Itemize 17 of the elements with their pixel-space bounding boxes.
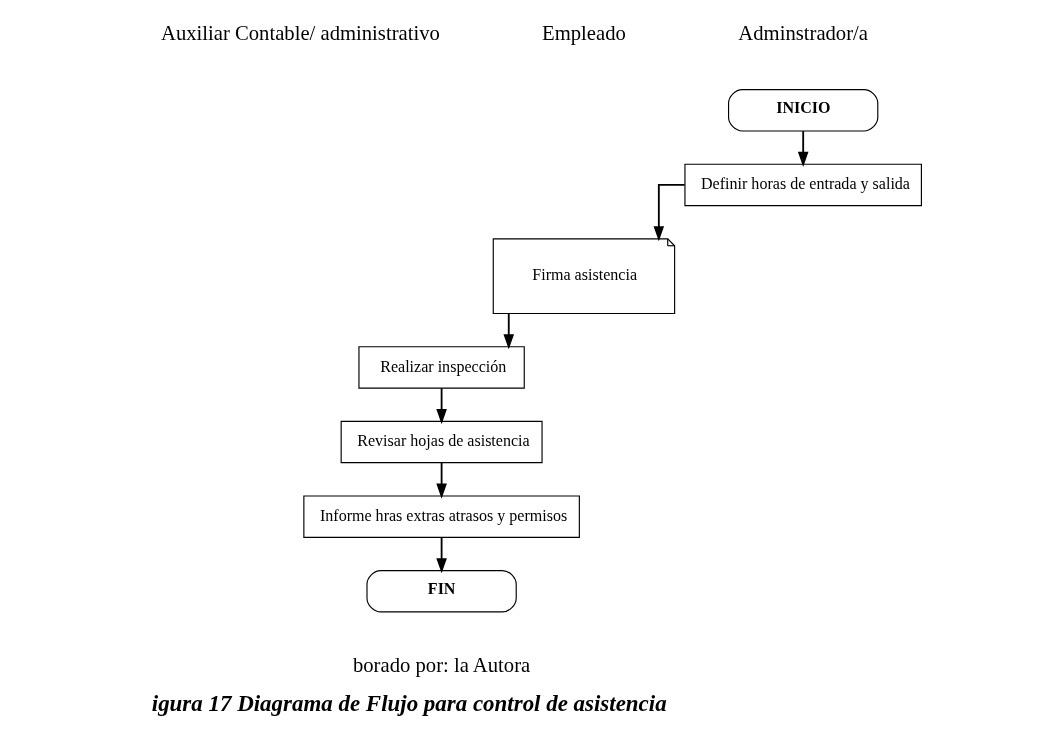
label: Auxiliar Contable/ administrativo — [160, 21, 440, 44]
arrow — [435, 461, 447, 499]
arrow — [502, 312, 514, 350]
node-box: Definir horas de entrada y salida — [683, 163, 922, 207]
node-box: FIN — [365, 570, 517, 613]
label: Adminstrador/a — [737, 21, 868, 44]
node-box: Realizar inspección — [357, 346, 525, 389]
node-box: Revisar hojas de asistencia — [340, 420, 543, 464]
caption: igura 17 Diagrama de Flujo para control de asistencia — [151, 690, 667, 716]
arrow — [653, 184, 686, 242]
arrow — [435, 387, 447, 425]
node-box: Informe hras extras atrasos y permisos — [302, 495, 580, 538]
arrow — [797, 130, 808, 168]
arrow — [435, 536, 447, 574]
node-box: INICIO — [727, 89, 878, 132]
label: borado por: la Autora — [352, 654, 530, 677]
label: Empleado — [541, 21, 626, 44]
